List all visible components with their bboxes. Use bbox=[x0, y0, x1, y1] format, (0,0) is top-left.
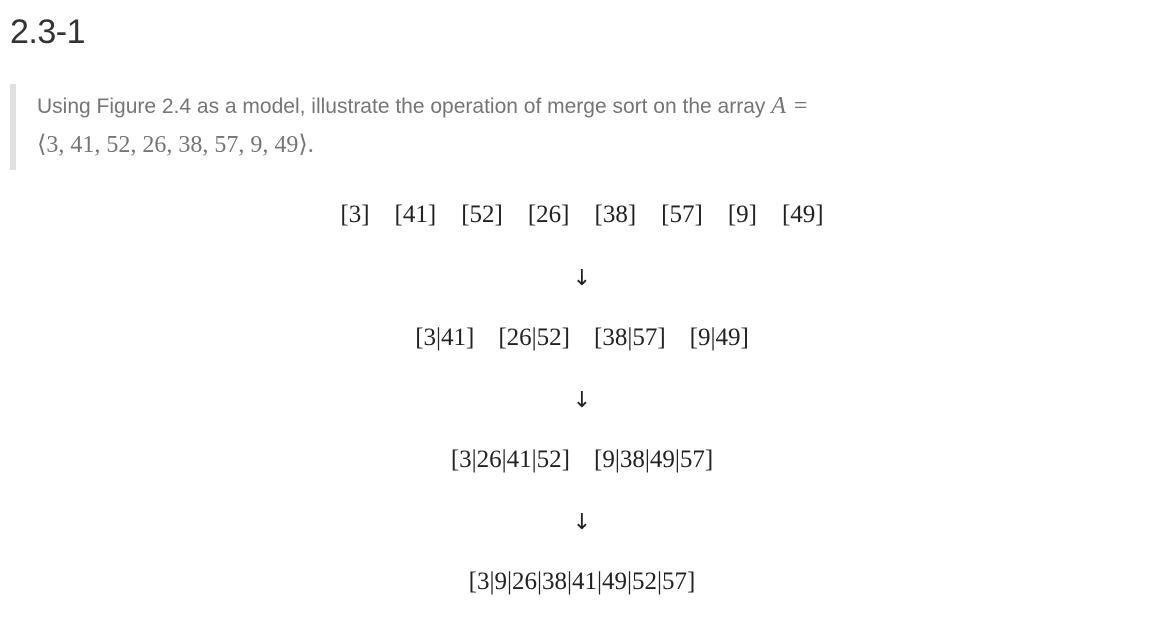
array-group: [3|41] bbox=[415, 324, 475, 351]
down-arrow-icon: ↓ bbox=[572, 510, 592, 535]
array-variable: A bbox=[771, 93, 786, 119]
diagram-row-sorted: [3|9|26|38|41|49|52|57] bbox=[0, 566, 1164, 598]
array-group: [3|9|26|38|41|49|52|57] bbox=[468, 568, 696, 595]
array-group: [38|57] bbox=[594, 324, 666, 351]
diagram-row-singletons: [3] [41] [52] [26] [38] [57] [9] [49] bbox=[0, 199, 1164, 231]
array-group: [52] bbox=[461, 201, 503, 228]
page-title: 2.3-1 bbox=[10, 13, 86, 51]
array-group: [57] bbox=[661, 201, 703, 228]
equals-sign: = bbox=[793, 93, 808, 119]
problem-statement-line-2: ⟨3, 41, 52, 26, 38, 57, 9, 49⟩. bbox=[37, 126, 1060, 165]
array-group: [49] bbox=[781, 201, 824, 228]
array-group: [9|49] bbox=[689, 324, 749, 351]
array-group: [9|38|49|57] bbox=[594, 446, 714, 473]
problem-statement: Using Figure 2.4 as a model, illustrate … bbox=[10, 84, 1060, 170]
array-group: [26] bbox=[527, 201, 570, 228]
down-arrow-icon: ↓ bbox=[572, 388, 592, 413]
statement-period: . bbox=[307, 132, 314, 158]
array-values: ⟨3, 41, 52, 26, 38, 57, 9, 49⟩ bbox=[37, 132, 308, 158]
array-group: [9] bbox=[727, 201, 757, 228]
array-group: [3|26|41|52] bbox=[450, 446, 570, 473]
problem-statement-line-1: Using Figure 2.4 as a model, illustrate … bbox=[37, 87, 1060, 126]
array-group: [3] bbox=[340, 201, 370, 228]
array-group: [26|52] bbox=[498, 324, 570, 351]
array-group: [41] bbox=[394, 201, 437, 228]
down-arrow-icon: ↓ bbox=[572, 266, 592, 291]
diagram-row-pairs: [3|41] [26|52] [38|57] [9|49] bbox=[0, 322, 1164, 354]
diagram-row-quads: [3|26|41|52] [9|38|49|57] bbox=[0, 444, 1164, 476]
array-group: [38] bbox=[594, 201, 637, 228]
statement-text: Using Figure 2.4 as a model, illustrate … bbox=[37, 95, 766, 118]
